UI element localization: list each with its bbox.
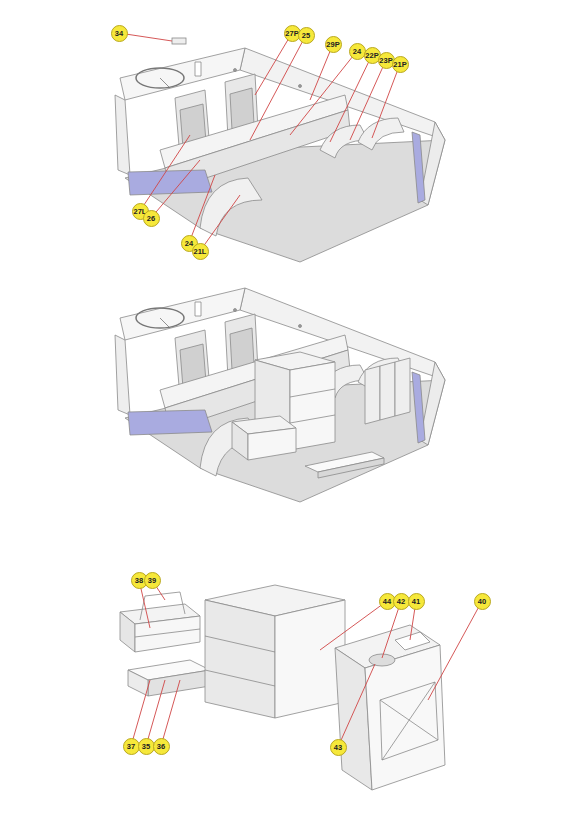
callout-number: 24 [349,43,366,60]
callout-number: 34 [111,25,128,42]
callout-number: 41 [408,593,425,610]
callout-number: 26 [143,210,160,227]
callout-number: 37 [123,738,140,755]
callout-number: 40 [474,593,491,610]
callout-number: 36 [153,738,170,755]
callout-number: 42 [393,593,410,610]
callout-number: 25 [298,27,315,44]
callout-number: 21L [192,243,209,260]
callout-number: 35 [138,738,155,755]
callout-number: 21P [392,56,409,73]
callout-number: 39 [144,572,161,589]
callout-number: 29P [325,36,342,53]
callout-number: 43 [330,739,347,756]
